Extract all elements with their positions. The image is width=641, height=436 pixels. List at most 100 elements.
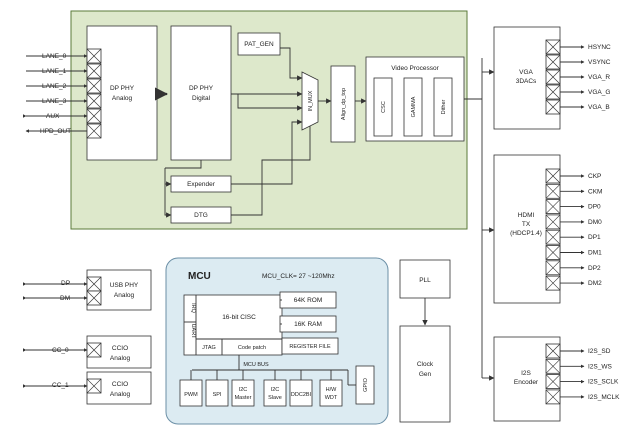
hdmi-title-3: (HDCP1.4) bbox=[510, 230, 542, 237]
video-processor-label: Video Processor bbox=[391, 65, 439, 72]
hdmi-title-2: TX bbox=[522, 221, 531, 228]
svg-text:WDT: WDT bbox=[325, 395, 338, 401]
inner-connections bbox=[164, 47, 367, 218]
hdmi-xbox-7 bbox=[545, 275, 561, 291]
hdmi-xbox-5 bbox=[545, 245, 561, 260]
in-mux-label: IN_MUX bbox=[308, 90, 314, 111]
dp-phy-analog-label-1: DP PHY bbox=[110, 85, 135, 92]
ccio-0-label-2: Analog bbox=[110, 355, 131, 362]
gpio-label: GPIO bbox=[363, 377, 369, 391]
pin-lane-3: LANE_3 bbox=[26, 98, 88, 105]
pll-block bbox=[399, 259, 451, 299]
csc-label: CSC bbox=[381, 101, 387, 113]
mcu-periph-h-w-wdt: H/W WDT bbox=[319, 370, 343, 407]
pin-lane-0: LANE_0 bbox=[26, 53, 88, 60]
svg-text:Slave: Slave bbox=[268, 395, 282, 401]
dp-phy-xbox-3 bbox=[86, 93, 102, 109]
i2s-xbox-1 bbox=[545, 358, 561, 374]
vga-xbox-1 bbox=[545, 54, 561, 70]
jtag-label: JTAG bbox=[202, 345, 216, 351]
mcu-periph-ddc2bi: DDC2BI bbox=[289, 370, 313, 407]
register-file-label: REGISTER FILE bbox=[289, 344, 331, 350]
mcu-core-block bbox=[183, 294, 283, 356]
pin-cc-1: CC_1 bbox=[22, 382, 88, 389]
hdmi-pin-dm2: DM2 bbox=[545, 275, 602, 291]
mcu-periph-spi: SPI bbox=[205, 370, 229, 407]
hdmi-title-1: HDMI bbox=[518, 212, 535, 219]
svg-text:I2S_WS: I2S_WS bbox=[588, 363, 613, 370]
dp-phy-xbox-2 bbox=[86, 78, 102, 94]
pin-lane-1: LANE_1 bbox=[26, 68, 88, 75]
svg-text:LANE_3: LANE_3 bbox=[42, 98, 67, 105]
output-trunk bbox=[464, 58, 495, 381]
dp-phy-digital-label-2: Digital bbox=[192, 95, 211, 102]
hdmi-pin-ckp: CKP bbox=[545, 168, 601, 184]
vga-pin-vsync: VSYNC bbox=[545, 54, 611, 70]
vga-title-2: 3DACs bbox=[516, 78, 537, 85]
i2s-title-2: Encoder bbox=[514, 379, 539, 386]
mcu-clock-label: MCU_CLK= 27 ~120Mhz bbox=[262, 273, 335, 280]
mcu-title: MCU bbox=[188, 271, 211, 282]
hdmi-pin-dm0: DM0 bbox=[545, 214, 602, 230]
svg-text:I2C: I2C bbox=[239, 387, 248, 393]
vga-xbox-4 bbox=[545, 99, 561, 115]
svg-text:VSYNC: VSYNC bbox=[588, 59, 611, 66]
uart-label: UART bbox=[190, 324, 196, 340]
svg-text:I2C: I2C bbox=[271, 387, 280, 393]
svg-text:H/W: H/W bbox=[326, 387, 338, 393]
mcu-periph-i2c-slave: I2C Slave bbox=[263, 370, 287, 407]
vga-pin-vga-b: VGA_B bbox=[545, 99, 610, 115]
svg-text:HPD_OUT: HPD_OUT bbox=[40, 128, 71, 135]
i2s-pin-i2s-mclk: I2S_MCLK bbox=[545, 389, 620, 405]
cisc-label: 16-bit CISC bbox=[222, 314, 256, 321]
clock-gen-label-2: Gen bbox=[419, 371, 432, 378]
mcu-periph-i2c-master: I2C Master bbox=[231, 370, 255, 407]
hdmi-pin-dp0: DP0 bbox=[545, 199, 601, 215]
dp-phy-analog-label-2: Analog bbox=[112, 95, 133, 102]
hdmi-pin-dm1: DM1 bbox=[545, 245, 602, 260]
i2s-pin-i2s-sd: I2S_SD bbox=[545, 343, 611, 359]
hdmi-xbox-6 bbox=[545, 260, 561, 276]
svg-text:I2S_MCLK: I2S_MCLK bbox=[588, 394, 620, 401]
pin-dp: DP bbox=[22, 280, 88, 287]
csc-block bbox=[373, 77, 393, 137]
svg-text:Master: Master bbox=[235, 395, 252, 401]
vga-title-1: VGA bbox=[519, 69, 533, 76]
svg-text:LANE_0: LANE_0 bbox=[42, 53, 67, 60]
svg-text:I2S_SD: I2S_SD bbox=[588, 348, 611, 355]
usb-xbox-1 bbox=[86, 290, 102, 306]
dp-phy-xbox-5 bbox=[86, 123, 102, 139]
hdmi-xbox-4 bbox=[545, 229, 561, 245]
i2s-title-1: I2S bbox=[521, 370, 531, 377]
svg-text:DP2: DP2 bbox=[588, 265, 601, 272]
vga-xbox-3 bbox=[545, 84, 561, 100]
mcu-periph-pwm: PWM bbox=[179, 370, 203, 407]
svg-text:DM1: DM1 bbox=[588, 250, 602, 257]
svg-text:DM: DM bbox=[60, 295, 70, 302]
svg-text:DDC2BI: DDC2BI bbox=[291, 392, 312, 398]
pin-lane-2: LANE_2 bbox=[26, 83, 88, 90]
ccio-1-label-2: Analog bbox=[110, 391, 131, 398]
svg-text:HSYNC: HSYNC bbox=[588, 44, 611, 51]
hdmi-xbox-2 bbox=[545, 199, 561, 215]
ram-label: 16K RAM bbox=[294, 321, 322, 328]
i2s-xbox-0 bbox=[545, 343, 561, 359]
i2s-xbox-2 bbox=[545, 374, 561, 390]
dither-block bbox=[433, 77, 453, 137]
vga-pin-vga-r: VGA_R bbox=[545, 69, 610, 85]
svg-text:LANE_1: LANE_1 bbox=[42, 68, 67, 75]
vga-pin-hsync: HSYNC bbox=[545, 39, 611, 55]
i2s-pin-i2s-ws: I2S_WS bbox=[545, 358, 613, 374]
clock-gen-block bbox=[399, 325, 451, 423]
svg-text:VGA_G: VGA_G bbox=[588, 89, 610, 96]
pin-hpd-out: HPD_OUT bbox=[25, 128, 87, 135]
ccio-0-xbox bbox=[86, 342, 102, 358]
dp-phy-digital-label-1: DP PHY bbox=[189, 85, 214, 92]
vga-pin-vga-g: VGA_G bbox=[545, 84, 610, 100]
svg-text:VGA_R: VGA_R bbox=[588, 74, 610, 81]
svg-text:DP0: DP0 bbox=[588, 204, 601, 211]
irq-label: IRQ bbox=[190, 303, 196, 314]
ccio-1-label-1: CCIO bbox=[112, 381, 128, 388]
rom-label: 64K ROM bbox=[294, 297, 323, 304]
svg-text:PWM: PWM bbox=[184, 392, 198, 398]
